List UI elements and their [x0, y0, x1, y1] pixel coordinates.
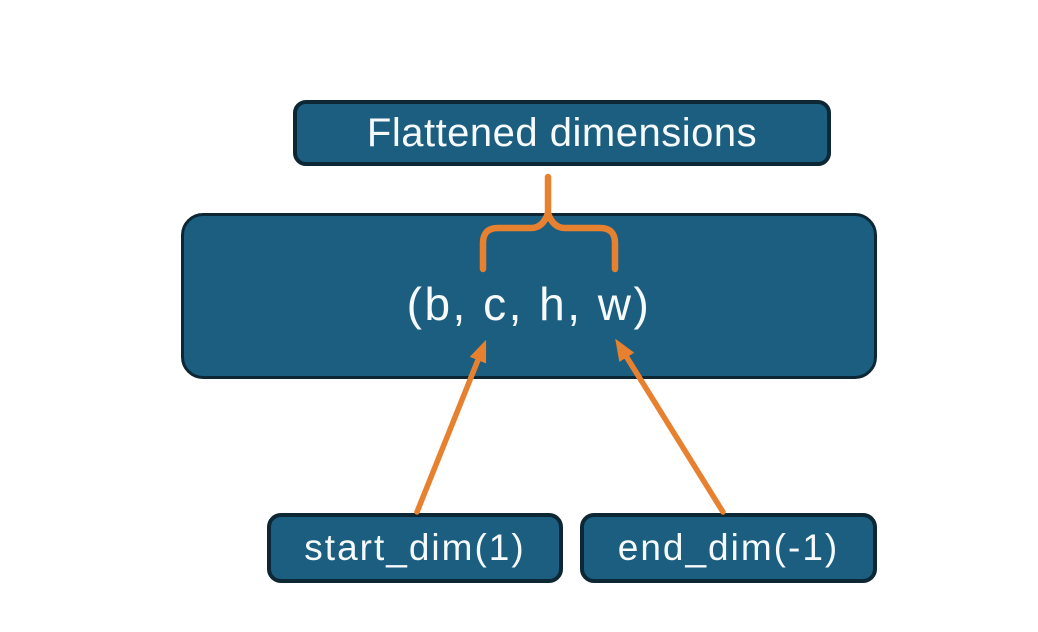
tensor-shape-box: (b, c, h, w): [181, 213, 877, 379]
start-dim-label: start_dim(1): [304, 527, 526, 568]
flattened-dimensions-label: Flattened dimensions: [366, 110, 758, 155]
start-dim-box: start_dim(1): [267, 513, 563, 583]
end-dim-label: end_dim(-1): [617, 527, 840, 568]
tensor-shape-label: (b, c, h, w): [406, 278, 652, 330]
end-dim-box: end_dim(-1): [580, 513, 877, 583]
flattened-dimensions-box: Flattened dimensions: [293, 100, 831, 166]
